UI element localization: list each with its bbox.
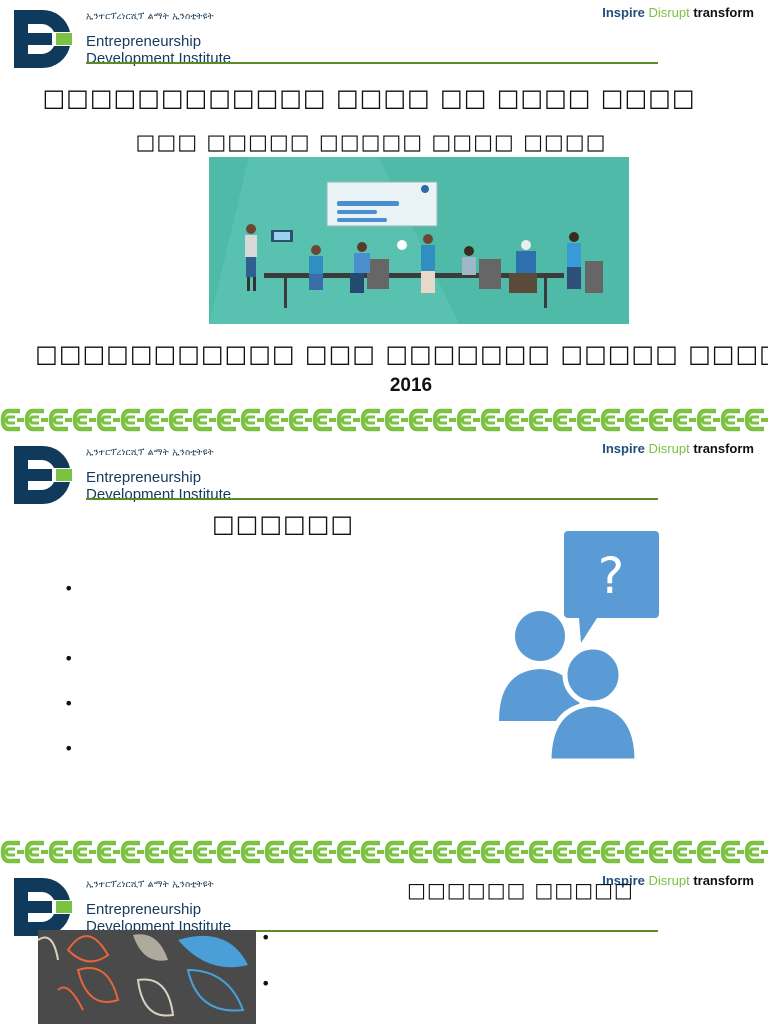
tagline-transform: transform xyxy=(693,873,754,888)
tagline-disrupt: Disrupt xyxy=(648,873,690,888)
org-name-line1: Entrepreneurship xyxy=(86,469,202,486)
slide-subtitle: □□□ □□□□□ □□□□□ □□□□ □□□□ xyxy=(135,130,607,154)
header-rule xyxy=(86,498,658,500)
org-name-amharic: ኢንተርፕረነርሺፕ ልማት ኢንስቲትዩት xyxy=(86,448,214,458)
header-rule xyxy=(86,930,658,932)
slide-footer-title: □□□□□□□□□□□ □□□ □□□□□□□ □□□□□ □□□□ xyxy=(35,340,768,368)
floral-pattern-image xyxy=(38,930,256,1024)
year-label: 2016 xyxy=(389,375,433,396)
chain-link-divider xyxy=(0,838,768,866)
tagline-transform: transform xyxy=(693,5,754,20)
svg-text:?: ? xyxy=(598,547,625,605)
bullet-item: • xyxy=(261,928,271,947)
tagline: Inspire Disrupt transform xyxy=(602,5,754,20)
slide-title: □□□□□□□□□□□□ □□□□ □□ □□□□ □□□□ xyxy=(42,84,696,112)
tagline-inspire: Inspire xyxy=(602,873,645,888)
tagline-disrupt: Disrupt xyxy=(648,441,690,456)
bullet-item: • xyxy=(64,649,74,668)
tagline-transform: transform xyxy=(693,441,754,456)
org-name-line1: Entrepreneurship xyxy=(86,901,202,918)
tagline-inspire: Inspire xyxy=(602,441,645,456)
tagline: Inspire Disrupt transform xyxy=(602,441,754,456)
bullet-item: • xyxy=(261,974,271,993)
header-rule xyxy=(86,62,658,64)
edi-logo-icon xyxy=(14,877,72,937)
org-name-line1: Entrepreneurship xyxy=(86,33,202,50)
slide-title: □□□□□□ □□□□□ xyxy=(407,878,634,902)
bullet-item: • xyxy=(64,694,74,713)
meeting-illustration xyxy=(209,157,629,324)
question-people-icon: ? xyxy=(499,531,659,761)
tagline-inspire: Inspire xyxy=(602,5,645,20)
slide-3: ኢንተርፕረነርሺፕ ልማት ኢንስቲትዩት Entrepreneurship … xyxy=(0,868,768,1024)
chain-link-divider xyxy=(0,406,768,434)
slide-title: □□□□□□ xyxy=(212,510,355,538)
slide-2: ኢንተርፕረነርሺፕ ልማት ኢንስቲትዩት Entrepreneurship … xyxy=(0,436,768,836)
edi-logo-icon xyxy=(14,445,72,505)
bullet-item: • xyxy=(64,739,74,758)
slide-1: ኢንተርፕረነርሺፕ ልማት ኢንስቲትዩት Entrepreneurship … xyxy=(0,0,768,405)
tagline: Inspire Disrupt transform xyxy=(602,873,754,888)
org-name-amharic: ኢንተርፕረነርሺፕ ልማት ኢንስቲትዩት xyxy=(86,880,214,890)
org-name-amharic: ኢንተርፕረነርሺፕ ልማት ኢንስቲትዩት xyxy=(86,12,214,22)
edi-logo-icon xyxy=(14,9,72,69)
bullet-item: • xyxy=(64,579,74,598)
tagline-disrupt: Disrupt xyxy=(648,5,690,20)
org-name-line2: Development Institute xyxy=(86,486,232,503)
org-name-line2: Development Institute xyxy=(86,50,232,67)
